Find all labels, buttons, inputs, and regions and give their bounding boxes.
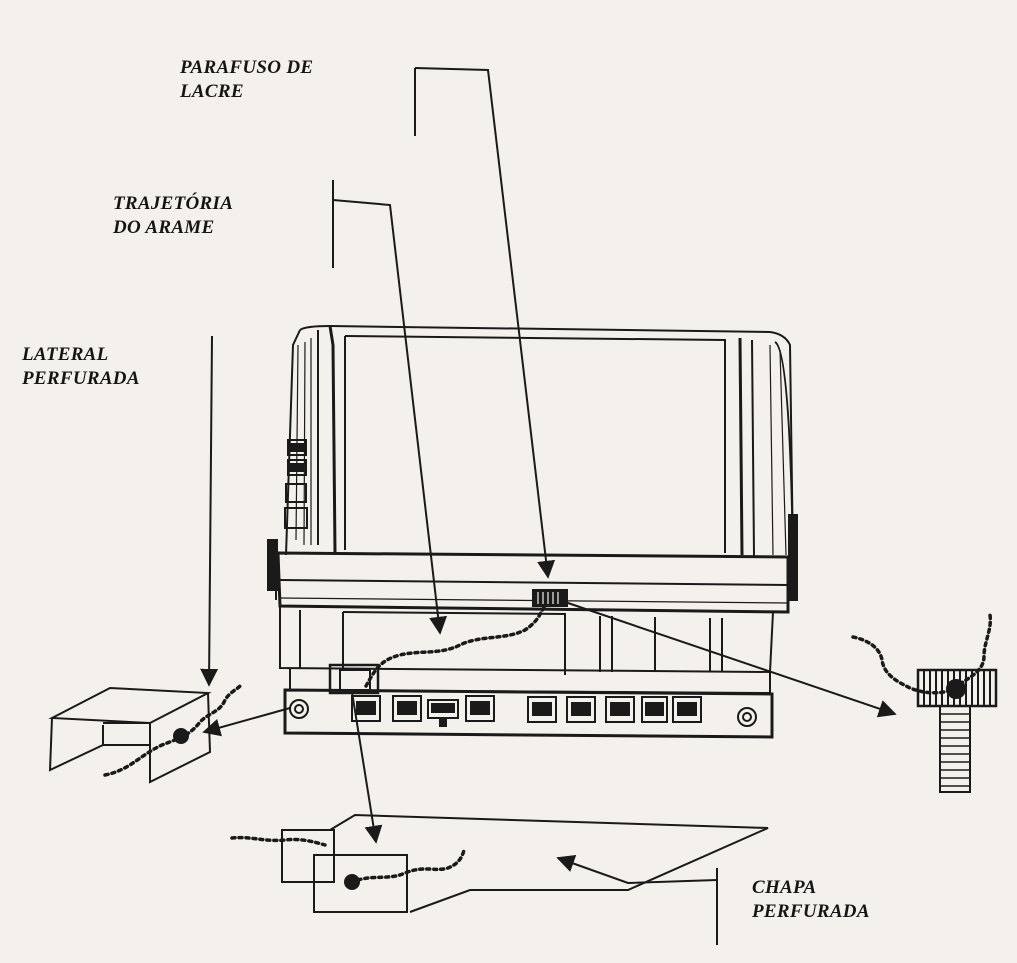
label-seal-screw: PARAFUSO DE LACRE	[180, 57, 314, 102]
label-perforated-plate: CHAPA PERFURADA	[752, 877, 870, 922]
perforated-plate	[230, 813, 769, 913]
perforated-side-piece	[48, 684, 242, 784]
seal-screw-icon	[851, 613, 998, 793]
label-wire-path: TRAJETÓRIA DO ARAME	[113, 193, 234, 238]
printer-body	[267, 324, 798, 739]
wire-path-printer	[364, 604, 547, 688]
leader-lines	[200, 67, 897, 945]
label-perforated-side: LATERAL PERFURADA	[22, 344, 140, 389]
